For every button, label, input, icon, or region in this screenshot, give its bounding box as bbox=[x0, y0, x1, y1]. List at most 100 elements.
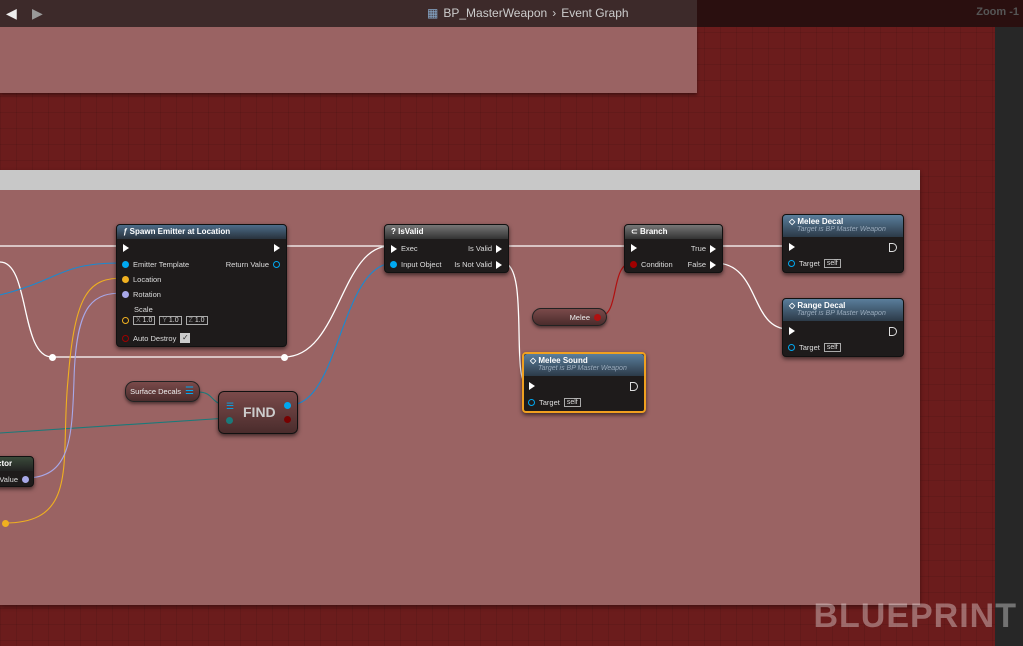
rotation-pin[interactable] bbox=[122, 291, 129, 298]
node-title: ctor bbox=[0, 459, 13, 468]
node-title: Spawn Emitter at Location bbox=[129, 227, 231, 236]
zoom-level: Zoom -1 bbox=[976, 6, 1019, 18]
pin-label: Auto Destroy bbox=[133, 333, 177, 343]
isvalid-node[interactable]: ? IsValid Exec Is Valid Input Object Is … bbox=[384, 224, 509, 273]
auto-destroy-checkbox[interactable]: ✓ bbox=[180, 333, 191, 343]
event-icon: ◇ bbox=[530, 356, 539, 365]
reroute-node[interactable] bbox=[2, 520, 9, 527]
return-value-pin[interactable] bbox=[273, 261, 280, 268]
node-subtitle: Target is BP Master Weapon bbox=[538, 365, 627, 372]
pin-label: True bbox=[690, 244, 706, 253]
object-wire bbox=[289, 262, 395, 406]
array-pin-icon[interactable]: ☰ bbox=[185, 386, 194, 397]
is-valid-pin[interactable] bbox=[496, 244, 502, 253]
exec-in-pin[interactable] bbox=[391, 244, 397, 253]
branch-node[interactable]: ⊂ Branch True Condition False bbox=[624, 224, 723, 273]
find-label: FIND bbox=[243, 404, 276, 420]
scale-z-field[interactable]: Z 1.0 bbox=[185, 316, 208, 325]
found-out-pin[interactable] bbox=[284, 416, 291, 423]
comment-box-top[interactable] bbox=[0, 27, 697, 93]
pin-label: Value bbox=[0, 475, 18, 484]
target-pin[interactable] bbox=[788, 260, 795, 267]
pin-label: Is Not Valid bbox=[454, 260, 492, 269]
scale-x-field[interactable]: X 1.0 bbox=[133, 316, 156, 325]
exec-out-pin[interactable] bbox=[889, 243, 897, 252]
true-pin[interactable] bbox=[710, 244, 716, 253]
exec-wire bbox=[714, 262, 789, 330]
target-pin[interactable] bbox=[528, 399, 535, 406]
node-title: Melee Decal bbox=[797, 217, 844, 226]
exec-in-pin[interactable] bbox=[123, 244, 129, 252]
node-title: Branch bbox=[639, 227, 668, 236]
pin-label: Condition bbox=[641, 260, 673, 269]
scale-pin[interactable] bbox=[122, 317, 129, 324]
pin-label: Input Object bbox=[401, 260, 442, 269]
blueprint-icon: ▦ bbox=[427, 6, 439, 20]
surface-decals-variable-node[interactable]: Surface Decals☰ bbox=[125, 381, 200, 402]
exec-in-pin[interactable] bbox=[631, 244, 637, 252]
pin-label: Target bbox=[799, 259, 820, 268]
node-title: IsValid bbox=[398, 227, 424, 236]
pin-label: Is Valid bbox=[467, 244, 492, 253]
variable-label: Melee bbox=[569, 312, 590, 322]
pin-label: Rotation bbox=[133, 290, 161, 299]
exec-out-pin[interactable] bbox=[889, 327, 897, 336]
exec-in-pin[interactable] bbox=[529, 382, 535, 390]
condition-pin[interactable] bbox=[630, 261, 637, 268]
location-pin[interactable] bbox=[122, 276, 129, 283]
event-icon: ◇ bbox=[789, 217, 798, 226]
scale-y-field[interactable]: Y 1.0 bbox=[159, 316, 182, 325]
back-arrow-icon[interactable]: ◀ bbox=[6, 5, 17, 21]
value-out-pin[interactable] bbox=[22, 476, 29, 483]
vector-wire bbox=[4, 277, 125, 524]
node-title: Melee Sound bbox=[538, 356, 588, 365]
is-not-valid-pin[interactable] bbox=[496, 260, 502, 269]
auto-destroy-pin[interactable] bbox=[122, 334, 129, 342]
reroute-node[interactable] bbox=[281, 354, 288, 361]
node-subtitle: Target is BP Master Weapon bbox=[797, 310, 886, 317]
pin-label: Location bbox=[133, 275, 162, 284]
input-object-pin[interactable] bbox=[390, 261, 397, 268]
false-pin[interactable] bbox=[710, 260, 716, 269]
object-wire bbox=[0, 262, 121, 296]
node-title: Range Decal bbox=[797, 301, 846, 310]
array-pin-icon[interactable]: ☰ bbox=[226, 401, 235, 411]
breadcrumb-blueprint[interactable]: BP_MasterWeapon bbox=[443, 6, 548, 20]
target-self-field[interactable]: self bbox=[823, 259, 841, 268]
exec-in-pin[interactable] bbox=[789, 327, 795, 335]
item-pin[interactable] bbox=[226, 417, 233, 424]
target-self-field[interactable]: self bbox=[563, 398, 581, 407]
spawn-emitter-node[interactable]: ƒ Spawn Emitter at Location Emitter Temp… bbox=[116, 224, 287, 347]
breadcrumb-graph[interactable]: Event Graph bbox=[561, 6, 629, 20]
toolbar-right: Zoom -1 bbox=[697, 0, 1023, 27]
reroute-node[interactable] bbox=[49, 354, 56, 361]
exec-out-pin[interactable] bbox=[630, 382, 638, 391]
struct-wire bbox=[0, 417, 229, 434]
find-node[interactable]: ☰ FIND bbox=[218, 391, 298, 434]
pin-label: Target bbox=[539, 398, 560, 407]
emitter-template-pin[interactable] bbox=[122, 261, 129, 268]
rotator-wire bbox=[24, 292, 125, 479]
pin-label: False bbox=[687, 260, 706, 269]
pin-label: Exec bbox=[401, 244, 418, 253]
blueprint-watermark: BLUEPRINT bbox=[813, 597, 1017, 635]
graph-toolbar: ◀ ▶ ▦ BP_MasterWeapon › Event Graph bbox=[0, 0, 697, 27]
forward-arrow-icon[interactable]: ▶ bbox=[32, 5, 43, 21]
pin-label: Return Value bbox=[225, 260, 269, 269]
bool-out-pin[interactable] bbox=[594, 313, 601, 321]
target-pin[interactable] bbox=[788, 344, 795, 351]
side-panel bbox=[995, 27, 1023, 646]
node-subtitle: Target is BP Master Weapon bbox=[797, 226, 886, 233]
target-self-field[interactable]: self bbox=[823, 343, 841, 352]
index-out-pin[interactable] bbox=[284, 402, 291, 409]
exec-out-pin[interactable] bbox=[274, 244, 280, 252]
partial-node[interactable]: ctor Value bbox=[0, 456, 34, 487]
melee-variable-node[interactable]: Melee bbox=[532, 308, 607, 326]
exec-in-pin[interactable] bbox=[789, 243, 795, 251]
pin-label: Emitter Template bbox=[133, 260, 190, 269]
comment-header[interactable] bbox=[0, 170, 920, 190]
question-icon: ? bbox=[391, 227, 399, 236]
